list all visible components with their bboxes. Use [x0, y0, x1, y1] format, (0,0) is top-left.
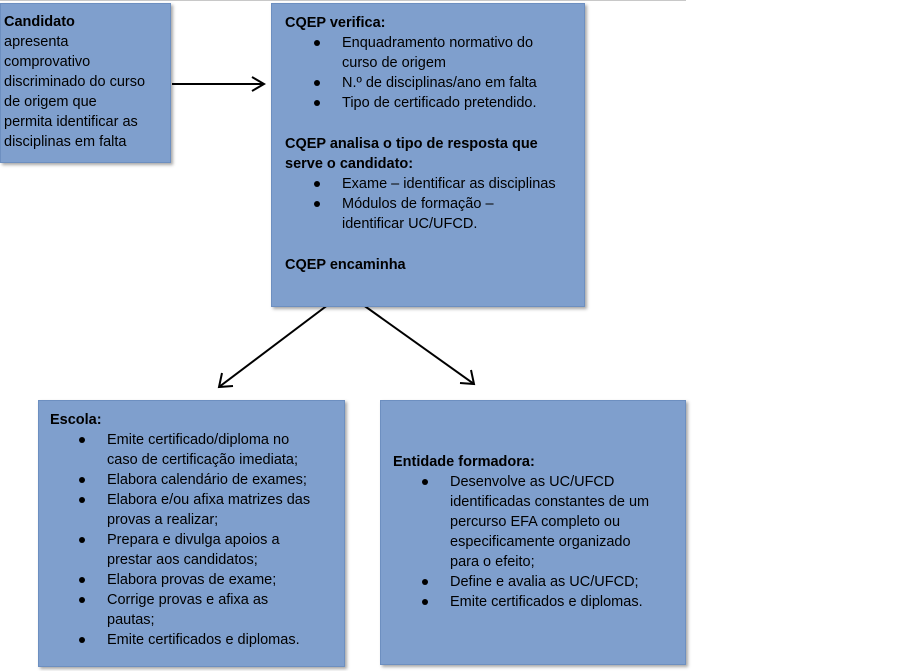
list-item-line: Elabora e/ou afixa matrizes das	[107, 492, 311, 508]
list-item-line: provas a realizar;	[107, 512, 219, 528]
list-item-line: Tipo de certificado pretendido.	[342, 95, 537, 111]
list-item-line: Módulos de formação –	[342, 196, 494, 212]
candidato-line: discriminado do curso	[4, 74, 146, 90]
list-item-line: Exame – identificar as disciplinas	[342, 176, 556, 192]
list-item: Desenvolve as UC/UFCD identificadas cons…	[422, 472, 677, 572]
cqep-analisa-title: CQEP analisa o tipo de resposta que serv…	[285, 134, 574, 174]
list-item: Emite certificado/diploma no caso de cer…	[79, 430, 338, 470]
candidato-title: Candidato	[4, 14, 75, 30]
list-item: Emite certificados e diplomas.	[422, 592, 677, 612]
escola-list: Emite certificado/diploma no caso de cer…	[50, 430, 338, 650]
list-item-line: percurso EFA completo ou	[450, 514, 621, 530]
list-item: Elabora provas de exame;	[79, 570, 338, 590]
list-item-line: curso de origem	[342, 55, 446, 71]
entidade-list: Desenvolve as UC/UFCD identificadas cons…	[393, 472, 677, 612]
list-item: Define e avalia as UC/UFCD;	[422, 572, 677, 592]
list-item: Exame – identificar as disciplinas	[314, 174, 574, 194]
list-item: Emite certificados e diplomas.	[79, 630, 338, 650]
list-item: Enquadramento normativo do curso de orig…	[314, 33, 574, 73]
candidato-line: disciplinas em falta	[4, 134, 127, 150]
arrow-cqep-to-entidade	[344, 291, 475, 385]
candidato-line: comprovativo	[4, 54, 91, 70]
arrow-cqep-to-escola	[218, 291, 346, 388]
list-item-line: Prepara e divulga apoios a	[107, 532, 280, 548]
list-item-line: Emite certificados e diplomas.	[107, 632, 300, 648]
list-item-line: Emite certificados e diplomas.	[450, 594, 643, 610]
list-item-line: Define e avalia as UC/UFCD;	[450, 574, 639, 590]
list-item: Elabora e/ou afixa matrizes das provas a…	[79, 490, 338, 530]
cqep-analisa-list: Exame – identificar as disciplinas Módul…	[285, 174, 574, 234]
escola-title: Escola:	[50, 412, 102, 428]
list-item-line: Desenvolve as UC/UFCD	[450, 474, 615, 490]
list-item-line: pautas;	[107, 612, 155, 628]
cqep-verifica-list: Enquadramento normativo do curso de orig…	[285, 33, 574, 113]
candidato-box: Candidato apresenta comprovativo discrim…	[0, 3, 171, 163]
arrowhead-entidade	[459, 369, 476, 386]
candidato-line: permita identificar as	[4, 114, 138, 130]
list-item-line: Emite certificado/diploma no	[107, 432, 290, 448]
list-item-line: Elabora provas de exame;	[107, 572, 277, 588]
list-item: N.º de disciplinas/ano em falta	[314, 73, 574, 93]
list-item-line: identificar UC/UFCD.	[342, 216, 478, 232]
cqep-verifica-title: CQEP verifica:	[285, 15, 386, 31]
arrowhead-escola	[217, 372, 234, 389]
list-item-line: Corrige provas e afixa as	[107, 592, 269, 608]
escola-box: Escola: Emite certificado/diploma no cas…	[38, 400, 345, 667]
list-item-line: N.º de disciplinas/ano em falta	[342, 75, 537, 91]
list-item: Tipo de certificado pretendido.	[314, 93, 574, 113]
candidato-line: de origem que	[4, 94, 97, 110]
list-item-line: Elabora calendário de exames;	[107, 472, 307, 488]
list-item-line: caso de certificação imediata;	[107, 452, 299, 468]
list-item: Corrige provas e afixa as pautas;	[79, 590, 338, 630]
cqep-box: CQEP verifica: Enquadramento normativo d…	[271, 3, 585, 307]
entidade-title: Entidade formadora:	[393, 454, 535, 470]
top-border-line	[0, 0, 686, 1]
list-item: Elabora calendário de exames;	[79, 470, 338, 490]
arrowhead-cqep	[251, 76, 266, 92]
list-item-line: prestar aos candidatos;	[107, 552, 258, 568]
candidato-line: apresenta	[4, 34, 69, 50]
entidade-formadora-box: Entidade formadora: Desenvolve as UC/UFC…	[380, 400, 686, 665]
list-item: Módulos de formação – identificar UC/UFC…	[314, 194, 574, 234]
list-item-line: identificadas constantes de um	[450, 494, 650, 510]
list-item-line: para o efeito;	[450, 554, 535, 570]
title-line: serve o candidato:	[285, 156, 414, 172]
title-line: CQEP analisa o tipo de resposta que	[285, 136, 538, 152]
list-item: Prepara e divulga apoios a prestar aos c…	[79, 530, 338, 570]
list-item-line: Enquadramento normativo do	[342, 35, 534, 51]
list-item-line: especificamente organizado	[450, 534, 631, 550]
cqep-encaminha-title: CQEP encaminha	[285, 257, 406, 273]
